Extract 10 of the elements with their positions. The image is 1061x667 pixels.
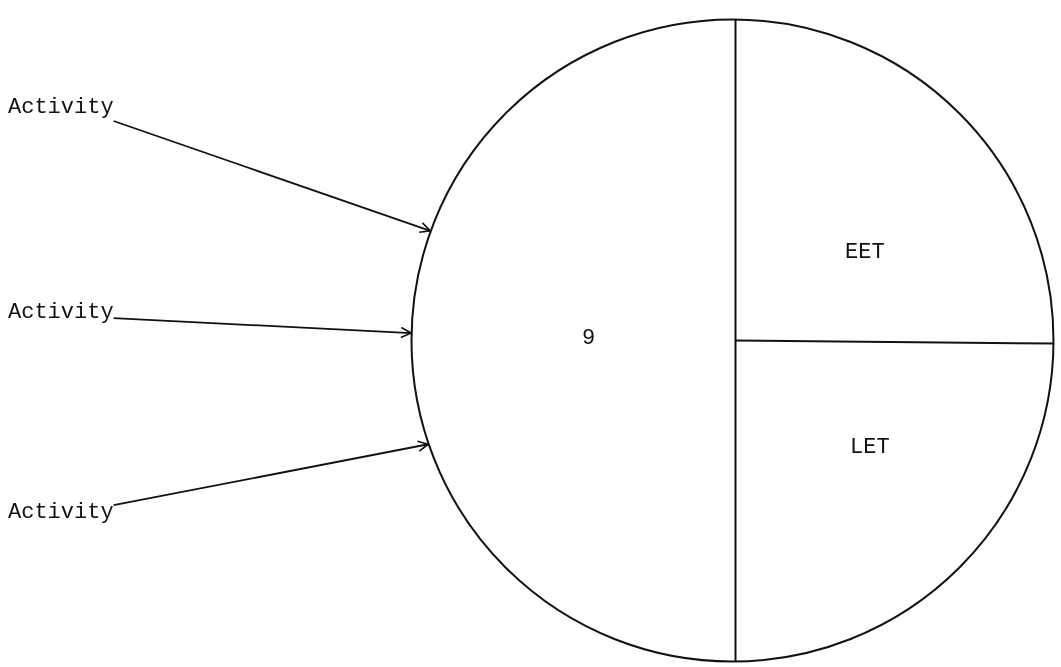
activity-label: Activity	[8, 300, 114, 326]
event-number: 9	[582, 326, 596, 352]
let-label: LET	[850, 435, 890, 461]
activity-label: Activity	[8, 500, 114, 526]
arrow	[112, 440, 430, 507]
arrow	[112, 317, 412, 339]
event-circle	[410, 18, 1055, 663]
activity-label: Activity	[8, 95, 114, 121]
eet-label: EET	[845, 240, 885, 266]
arrow	[112, 120, 432, 234]
